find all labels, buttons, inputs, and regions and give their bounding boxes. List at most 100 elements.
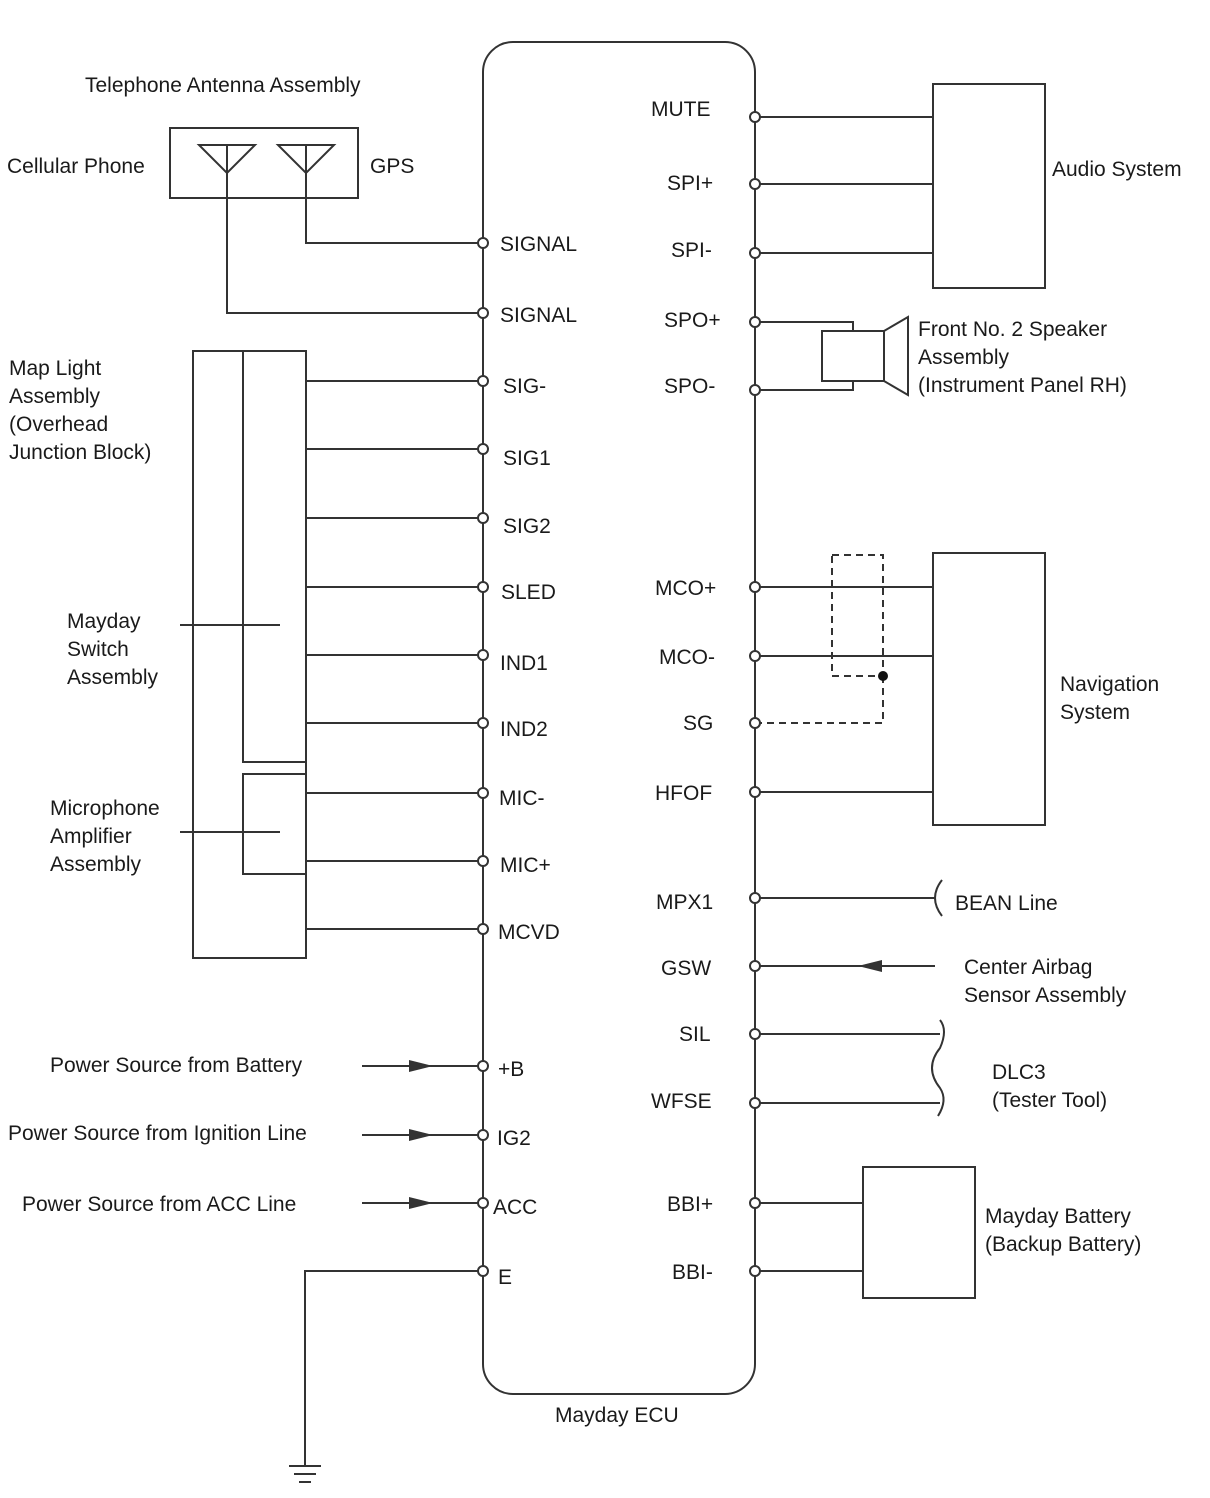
mayday-switch-label-line: Mayday	[67, 610, 141, 633]
power-battery-label: Power Source from Battery	[50, 1054, 303, 1077]
pin-label: +B	[498, 1058, 524, 1081]
cellular-phone-label: Cellular Phone	[7, 155, 145, 178]
pin-label: MUTE	[651, 98, 711, 121]
pin-label: SPI+	[667, 172, 713, 195]
pin-label: SIGNAL	[500, 304, 577, 327]
pin-label: MIC+	[500, 854, 551, 877]
pin-label: HFOF	[655, 782, 712, 805]
pin-label: E	[498, 1266, 512, 1289]
microphone-label-line: Amplifier	[50, 825, 132, 848]
pin-terminal	[477, 443, 489, 455]
arrow-icon	[409, 1197, 433, 1209]
microphone-amplifier-box	[242, 773, 307, 875]
mayday-switch-box	[242, 351, 306, 763]
microphone-label-line: Microphone	[50, 797, 160, 820]
audio-system-box	[932, 83, 1046, 289]
gps-antenna-icon	[275, 144, 337, 175]
pin-terminal	[477, 787, 489, 799]
pin-label: ACC	[493, 1196, 537, 1219]
map-light-label-line: Junction Block)	[9, 441, 151, 464]
mayday-battery-label: Mayday Battery (Backup Battery)	[985, 1205, 1141, 1256]
pin-label: MIC-	[499, 787, 545, 810]
pin-label: SIG1	[503, 447, 551, 470]
pin-terminal	[477, 375, 489, 387]
microphone-label-line: Assembly	[50, 853, 142, 876]
pin-terminal	[749, 178, 761, 190]
arrow-icon	[409, 1060, 433, 1072]
map-light-label-line: Map Light	[9, 357, 101, 380]
airbag-label-line: Sensor Assembly	[964, 984, 1127, 1007]
cellular-signal-wire	[226, 173, 483, 314]
pin-label: SPO-	[664, 375, 715, 398]
map-light-label-line: Assembly	[9, 385, 101, 408]
pin-label: BBI+	[667, 1193, 713, 1216]
pin-label: MCO+	[655, 577, 716, 600]
mayday-battery-box	[862, 1166, 976, 1299]
pin-terminal	[749, 384, 761, 396]
pin-terminal	[749, 650, 761, 662]
ecu-label: Mayday ECU	[555, 1404, 679, 1427]
pin-terminal	[477, 649, 489, 661]
pin-label: SIG-	[503, 375, 546, 398]
map-light-box	[192, 350, 307, 959]
pin-label: SIL	[679, 1023, 711, 1046]
pin-label: MCVD	[498, 921, 560, 944]
pin-label: SPI-	[671, 239, 712, 262]
cellular-antenna-icon	[196, 144, 258, 175]
power-ignition-label: Power Source from Ignition Line	[8, 1122, 307, 1145]
pin-terminal	[749, 786, 761, 798]
pin-terminal	[477, 1265, 489, 1277]
arrow-icon	[409, 1129, 433, 1141]
power-acc-label: Power Source from ACC Line	[22, 1193, 296, 1216]
gps-label: GPS	[370, 155, 414, 178]
pin-label: SIG2	[503, 515, 551, 538]
connector-break-icon	[931, 1019, 945, 1117]
shield-junction-dot	[878, 671, 888, 681]
mayday-switch-label: Mayday Switch Assembly	[67, 610, 159, 689]
pin-terminal	[477, 1129, 489, 1141]
pin-terminal	[477, 923, 489, 935]
dlc3-label: DLC3 (Tester Tool)	[992, 1061, 1107, 1112]
pin-terminal	[749, 1097, 761, 1109]
pin-label: BBI-	[672, 1261, 713, 1284]
mayday-switch-label-line: Switch	[67, 638, 129, 661]
navigation-system-box	[932, 552, 1046, 826]
pin-label: SLED	[501, 581, 556, 604]
pin-label: WFSE	[651, 1090, 712, 1113]
pin-label: SIGNAL	[500, 233, 577, 256]
audio-system-label: Audio System	[1052, 158, 1182, 181]
pin-terminal	[477, 1060, 489, 1072]
pin-label: MCO-	[659, 646, 715, 669]
map-light-label: Map Light Assembly (Overhead Junction Bl…	[9, 357, 151, 464]
airbag-label-line: Center Airbag	[964, 956, 1092, 979]
ground-icon	[289, 1465, 321, 1483]
shield-ground-wire	[755, 676, 884, 724]
pin-label: SG	[683, 712, 713, 735]
pin-terminal	[477, 512, 489, 524]
speaker-label-line: Front No. 2 Speaker	[918, 318, 1107, 341]
pin-label: MPX1	[656, 891, 713, 914]
gps-signal-wire	[305, 173, 483, 244]
speaker-label-line: (Instrument Panel RH)	[918, 374, 1127, 397]
dlc3-label-line: DLC3	[992, 1061, 1046, 1084]
pin-label: SPO+	[664, 309, 721, 332]
antenna-assembly-label: Telephone Antenna Assembly	[85, 74, 361, 97]
left-pins: SIGNAL SIGNAL SIG- SIG1 SIG2 SLED IND1 I…	[477, 233, 577, 1289]
spo-minus-wire	[755, 381, 854, 391]
pin-terminal	[749, 247, 761, 259]
pin-terminal	[749, 1028, 761, 1040]
pin-terminal	[749, 717, 761, 729]
pin-terminal	[749, 960, 761, 972]
arrow-icon	[858, 960, 882, 972]
microphone-label: Microphone Amplifier Assembly	[50, 797, 166, 876]
pin-terminal	[477, 237, 489, 249]
mayday-switch-label-line: Assembly	[67, 666, 159, 689]
pin-terminal	[749, 581, 761, 593]
shield-dashed-box	[831, 554, 884, 677]
pin-terminal	[477, 307, 489, 319]
dlc3-label-line: (Tester Tool)	[992, 1089, 1107, 1112]
pin-label: IND2	[500, 718, 548, 741]
pin-terminal	[749, 316, 761, 328]
ground-wire	[304, 1270, 483, 1466]
